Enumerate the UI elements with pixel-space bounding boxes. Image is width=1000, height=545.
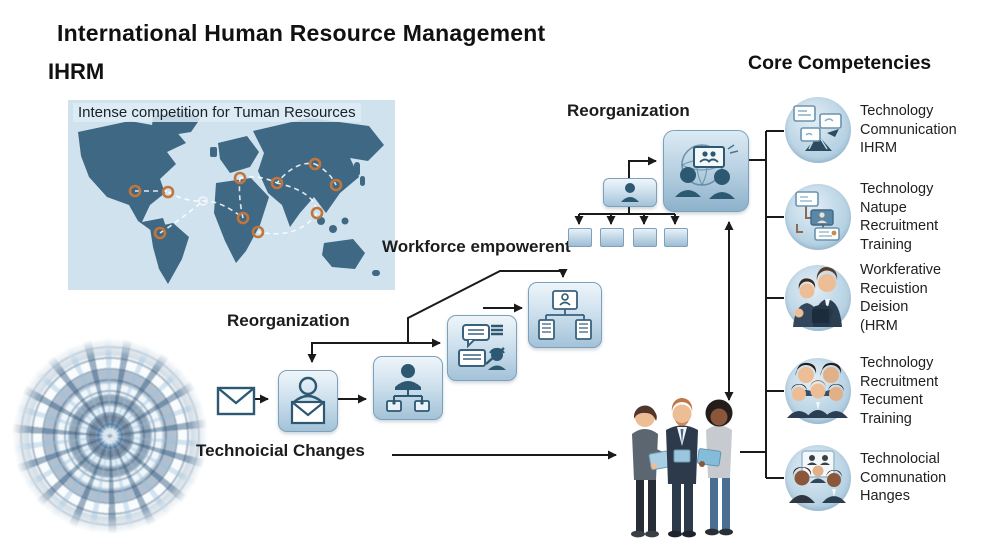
page-title: International Human Resource Management [57, 20, 546, 46]
world-map-graphic [78, 111, 384, 284]
map-caption: Intense competition for Tuman Resources [73, 103, 361, 122]
page-subtitle: IHRM [48, 59, 105, 84]
person-mail-box [278, 370, 338, 432]
core-competency-text: Technology Natupe Recruitment Training [860, 181, 939, 253]
core-competency-item: Technology Natupe Recruitment Training [785, 180, 938, 254]
orgchart-docs-box [528, 282, 602, 348]
person-mail-icon [290, 376, 326, 425]
video-meeting-icon [675, 144, 739, 199]
label-technical-changes: Technoicial Changes [196, 441, 365, 460]
core-competency-item: Technology Recruitment Tecument Training [785, 354, 938, 428]
label-workforce-empowerment: Workforce empowerent [382, 237, 571, 256]
core-competency-item: Technolocial Comnunation Hanges [785, 445, 946, 511]
people-group-illustration [631, 398, 733, 538]
tech-swirl-graphic [12, 338, 208, 534]
org-unit-box [633, 228, 657, 247]
business-duo-icon [785, 265, 851, 331]
person-icon [621, 183, 639, 202]
orgchart-docs-icon [538, 290, 592, 340]
video-team-icon [785, 445, 851, 511]
core-competencies-heading: Core Competencies [748, 52, 932, 74]
core-competency-text: Technology Comnunication IHRM [860, 103, 957, 157]
org-unit-box [568, 228, 592, 247]
core-competency-text: Technolocial Comnunation Hanges [860, 451, 947, 505]
envelope-icon [216, 386, 256, 416]
label-reorganization-top: Reorganization [567, 101, 690, 120]
video-meeting-box [663, 130, 749, 212]
connected-screens-icon [785, 184, 851, 250]
chat-support-box [447, 315, 517, 381]
org-unit-box [664, 228, 688, 247]
core-competency-item: Technology Comnunication IHRM [785, 97, 957, 163]
core-competency-text: Technology Recruitment Tecument Training [860, 355, 939, 427]
person-orgchart-icon [386, 364, 430, 412]
org-unit-box [600, 228, 624, 247]
world-map: Intense competition for Tuman Resources [68, 100, 395, 290]
core-competency-text: Workferative Recuistion Deision (HRM [860, 262, 942, 334]
label-reorganization-bottom: Reorganization [227, 311, 350, 330]
chat-support-icon [458, 324, 506, 370]
person-box [603, 178, 657, 207]
monitors-icon [785, 97, 851, 163]
team-group-icon [785, 358, 851, 424]
person-orgchart-box [373, 356, 443, 420]
core-competency-item: Workferative Recuistion Deision (HRM [785, 261, 941, 335]
